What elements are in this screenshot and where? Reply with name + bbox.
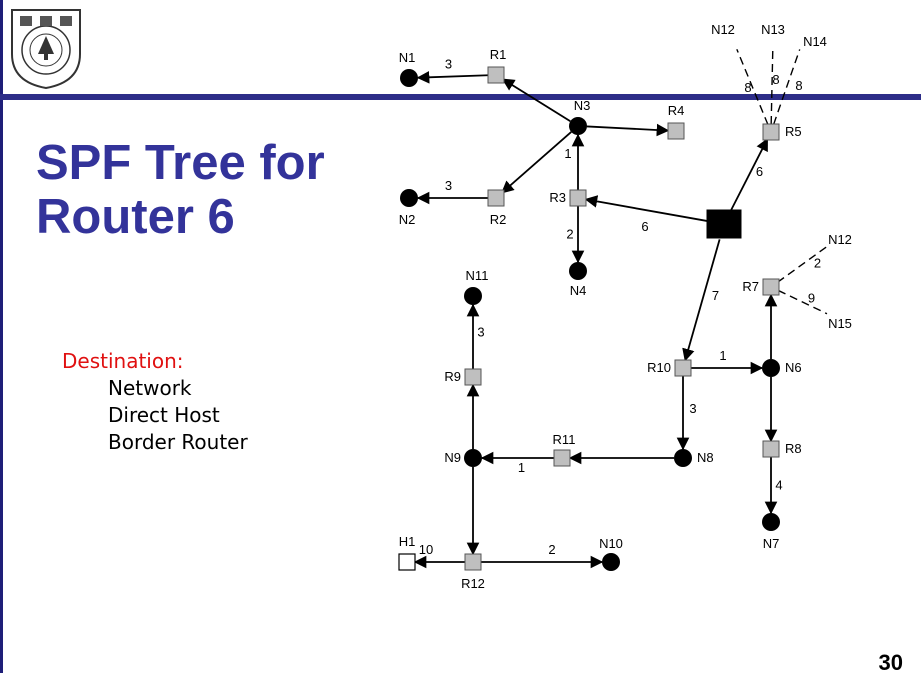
node-label-n9: N9	[444, 450, 461, 465]
edge-r5-n14	[772, 49, 801, 125]
edge-cost-label: 8	[744, 80, 751, 95]
edge-cost-label: 7	[712, 288, 719, 303]
node-r7	[762, 278, 780, 296]
edge-r7-n12	[777, 245, 829, 283]
slide-title: SPF Tree for Router 6	[36, 136, 325, 244]
node-label-n1: N1	[399, 50, 416, 65]
destination-item-direct-host: Direct Host	[108, 403, 220, 427]
node-n6	[762, 359, 780, 377]
edge-n3-r2	[501, 131, 572, 194]
node-label-r8: R8	[785, 441, 802, 456]
edge-cost-label: 10	[419, 542, 433, 557]
node-label-r7: R7	[742, 279, 759, 294]
node-r8	[762, 440, 780, 458]
node-label-n4: N4	[570, 283, 587, 298]
node-r3	[569, 189, 587, 207]
node-label-n14: N14	[803, 34, 827, 49]
title-line-2: Router 6	[36, 190, 235, 244]
edge-cost-label: 4	[775, 478, 782, 493]
edge-n3-r1	[501, 78, 571, 123]
node-r6	[706, 209, 742, 239]
edge-cost-label: 3	[445, 57, 452, 72]
edge-cost-label: 8	[795, 78, 802, 93]
node-label-n12b: N12	[828, 232, 852, 247]
edge-r6-r5	[730, 138, 769, 211]
edge-r1-n1	[416, 71, 489, 84]
edge-cost-label: 3	[689, 401, 696, 416]
node-n11	[464, 287, 482, 305]
edge-cost-label: 2	[814, 256, 821, 271]
edge-r6-r10	[682, 239, 721, 362]
node-n9	[464, 449, 482, 467]
edge-r5-n12	[736, 48, 769, 125]
node-n2	[400, 189, 418, 207]
node-h1	[398, 553, 416, 571]
node-r1	[487, 66, 505, 84]
node-label-r6: R6	[716, 217, 733, 232]
node-r10	[674, 359, 692, 377]
edge-cost-label: 3	[477, 325, 484, 340]
edge-cost-label: 6	[756, 164, 763, 179]
node-label-r5: R5	[785, 124, 802, 139]
edge-cost-label: 1	[564, 146, 571, 161]
node-n8	[674, 449, 692, 467]
node-label-n15: N15	[828, 316, 852, 331]
node-n4	[569, 262, 587, 280]
node-n10	[602, 553, 620, 571]
destination-item-border-router: Border Router	[108, 430, 248, 454]
node-n7	[762, 513, 780, 531]
destination-legend: Destination: Network Direct Host Border …	[62, 348, 248, 456]
edge-cost-label: 9	[808, 291, 815, 306]
page-number: 30	[878, 650, 903, 675]
node-label-r2: R2	[490, 212, 507, 227]
node-label-n7: N7	[763, 536, 780, 551]
edge-r6-r3	[584, 195, 709, 223]
node-label-r12: R12	[461, 576, 485, 591]
university-logo	[11, 9, 81, 90]
node-r4	[667, 122, 685, 140]
node-n3	[569, 117, 587, 135]
node-n1	[400, 69, 418, 87]
node-label-n3: N3	[574, 98, 591, 113]
node-label-n11: N11	[466, 268, 489, 283]
destination-heading: Destination:	[62, 349, 184, 373]
node-label-r3: R3	[549, 190, 566, 205]
title-line-1: SPF Tree for	[36, 136, 325, 190]
node-r12	[464, 553, 482, 571]
header-rule	[0, 94, 921, 100]
node-label-n12a: N12	[711, 22, 735, 37]
node-label-r9: R9	[444, 369, 461, 384]
node-label-r1: R1	[490, 47, 507, 62]
node-label-n10: N10	[599, 536, 623, 551]
edge-cost-label: 8	[772, 72, 779, 87]
node-label-r10: R10	[647, 360, 671, 375]
edge-r7-n15	[777, 289, 828, 315]
destination-item-network: Network	[108, 376, 192, 400]
node-label-r4: R4	[668, 103, 685, 118]
edge-cost-label: 1	[719, 348, 726, 363]
node-r5	[762, 123, 780, 141]
edge-cost-label: 3	[445, 178, 452, 193]
edge-cost-label: 6	[641, 219, 648, 234]
node-r2	[487, 189, 505, 207]
node-label-n6: N6	[785, 360, 802, 375]
node-label-n8: N8	[697, 450, 714, 465]
edge-cost-label: 1	[518, 460, 525, 475]
node-r9	[464, 368, 482, 386]
node-label-r11: R11	[553, 432, 576, 447]
node-label-n13: N13	[761, 22, 785, 37]
edge-n3-r4	[586, 123, 670, 137]
node-label-n2: N2	[399, 212, 416, 227]
node-label-h1: H1	[399, 534, 416, 549]
edge-cost-label: 2	[566, 227, 573, 242]
node-r11	[553, 449, 571, 467]
left-border-rule	[0, 0, 3, 673]
edge-cost-label: 2	[548, 542, 555, 557]
